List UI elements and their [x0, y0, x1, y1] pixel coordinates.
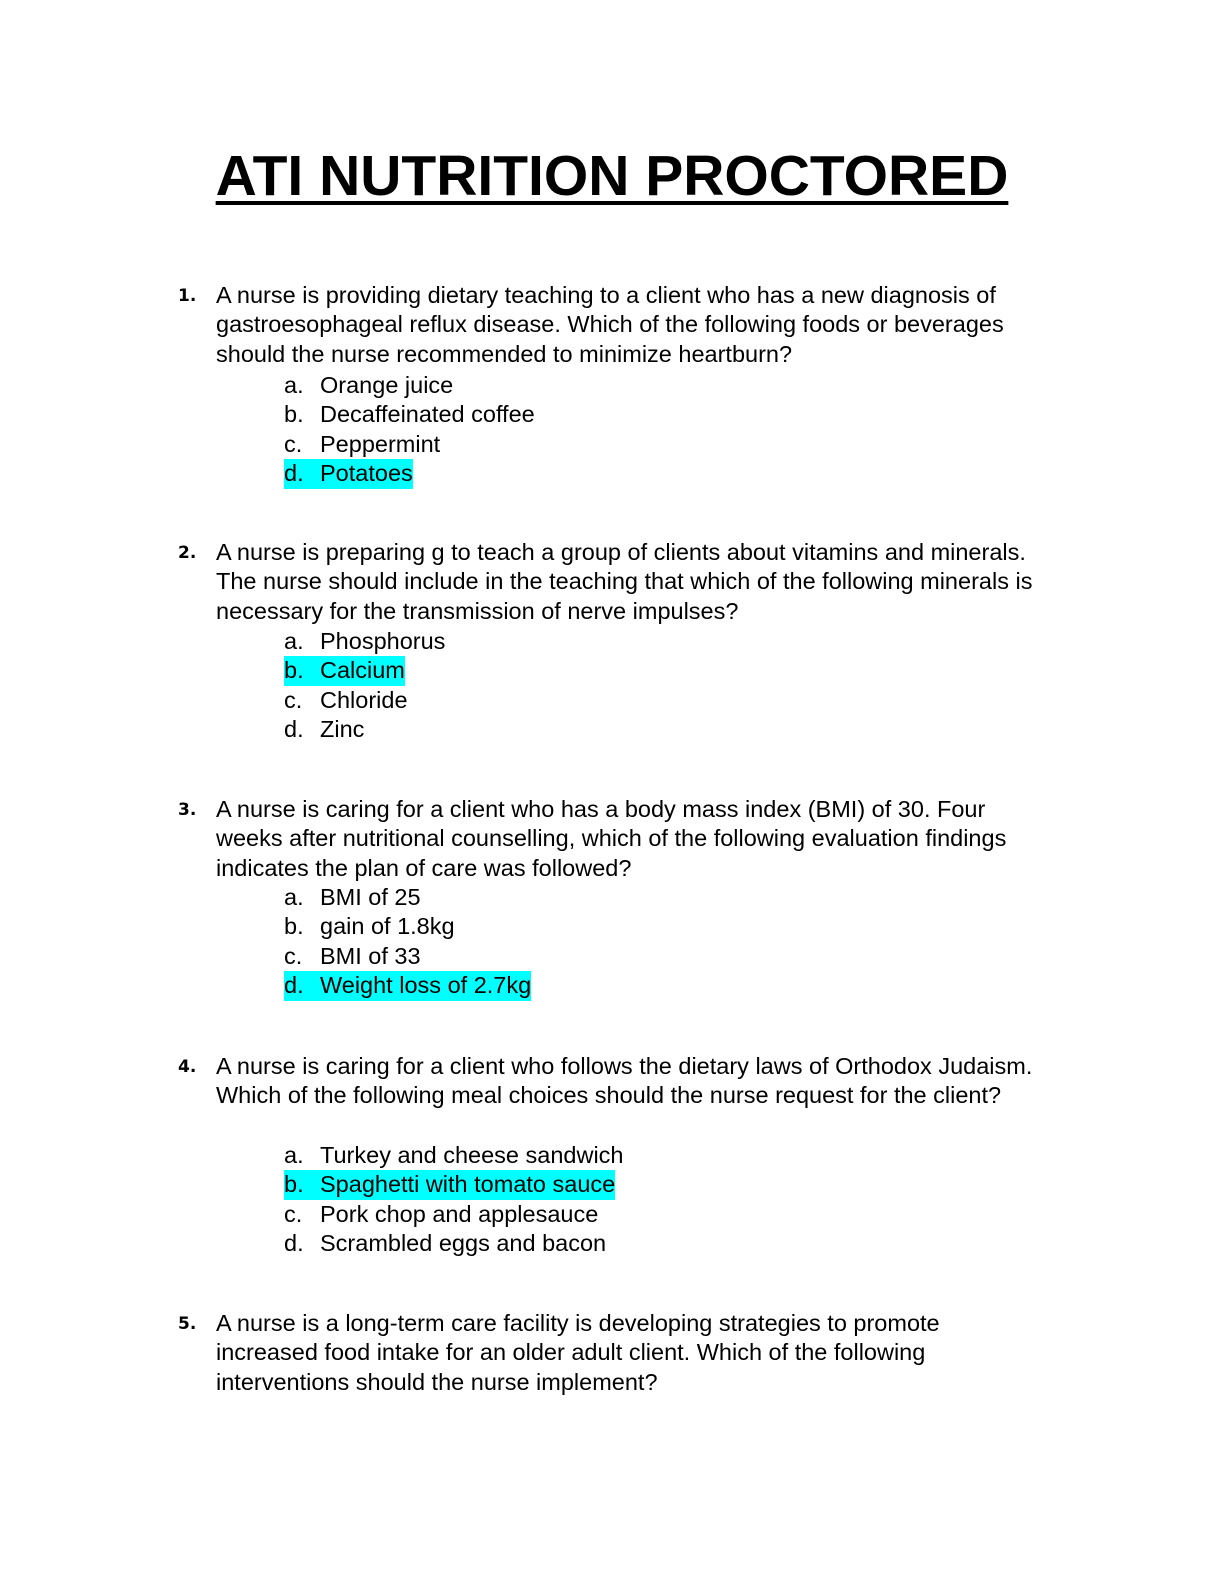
- option-c: c.Peppermint: [284, 430, 441, 457]
- option-a: a.BMI of 25: [284, 884, 421, 910]
- question-text: A nurse is caring for a client who follo…: [216, 1053, 1033, 1109]
- option-list: a.Orange juice b.Decaffeinated coffee c.…: [284, 371, 984, 489]
- option-c: c.BMI of 33: [284, 942, 421, 969]
- option-list: a.Phosphorus b.Calcium c.Chloride d.Zinc: [284, 627, 984, 745]
- option-c: c.Pork chop and applesauce: [284, 1200, 599, 1227]
- option-list: a.BMI of 25 b.gain of 1.8kg c.BMI of 33 …: [284, 883, 984, 1001]
- question-number: 3.: [178, 800, 197, 820]
- option-b-highlighted: b.Spaghetti with tomato sauce: [284, 1170, 984, 1200]
- question-text: A nurse is caring for a client who has a…: [216, 796, 1007, 881]
- option-b: b.gain of 1.8kg: [284, 913, 455, 940]
- option-d: d.Scrambled eggs and bacon: [284, 1230, 607, 1257]
- question-number: 5.: [178, 1314, 197, 1334]
- option-a: a.Turkey and cheese sandwich: [284, 1142, 624, 1168]
- option-a: a.Phosphorus: [284, 628, 446, 654]
- option-a: a.Orange juice: [284, 372, 454, 398]
- question-number: 2.: [178, 543, 197, 563]
- option-d: d.Zinc: [284, 716, 365, 743]
- option-b: b.Decaffeinated coffee: [284, 401, 535, 428]
- question-number: 4.: [178, 1057, 197, 1077]
- document-title: ATI NUTRITION PROCTORED: [215, 144, 1009, 208]
- option-c: c.Chloride: [284, 686, 408, 713]
- question-text: A nurse is providing dietary teaching to…: [216, 282, 1004, 367]
- option-list: a.Turkey and cheese sandwich b.Spaghetti…: [284, 1141, 984, 1259]
- question-text: A nurse is preparing g to teach a group …: [216, 539, 1033, 624]
- option-d-highlighted: d.Weight loss of 2.7kg: [284, 971, 984, 1001]
- option-b-highlighted: b.Calcium: [284, 656, 984, 686]
- question-text: A nurse is a long-term care facility is …: [216, 1310, 940, 1395]
- question-number: 1.: [178, 286, 197, 306]
- option-d-highlighted: d.Potatoes: [284, 459, 984, 489]
